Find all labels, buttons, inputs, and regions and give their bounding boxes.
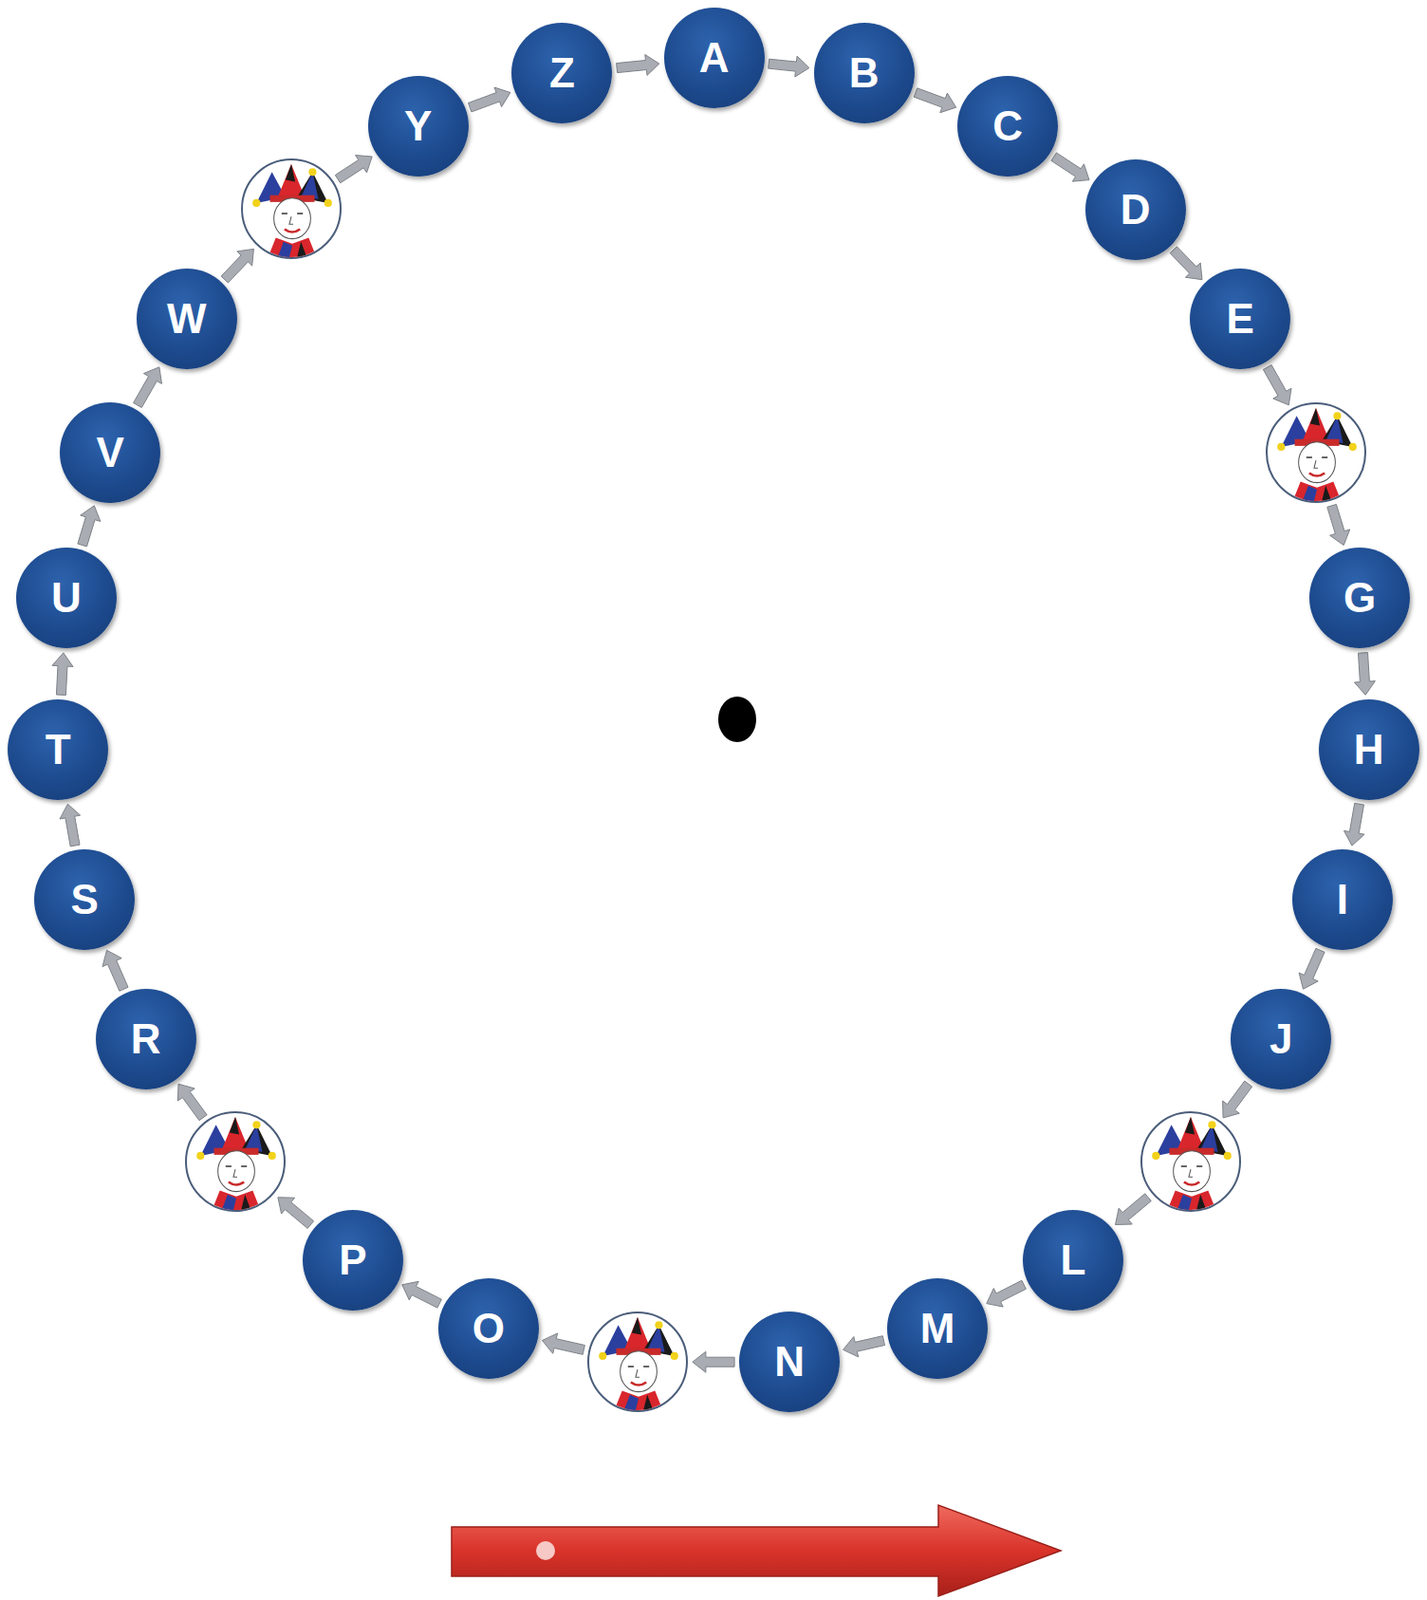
letter-circle: Y xyxy=(368,75,469,177)
letter-label: T xyxy=(45,728,72,771)
flow-arrow xyxy=(542,1333,586,1354)
letter-label: O xyxy=(472,1307,505,1350)
letter-label: Z xyxy=(549,52,575,94)
flow-arrow xyxy=(1262,365,1292,406)
letter-label: I xyxy=(1336,878,1349,921)
flow-arrow xyxy=(986,1279,1027,1307)
letter-circle: J xyxy=(1230,988,1332,1090)
letter-label: L xyxy=(1060,1239,1087,1281)
jester-circle xyxy=(185,1111,286,1212)
flow-arrow xyxy=(1223,1080,1253,1118)
center-dot xyxy=(718,696,757,742)
letter-label: G xyxy=(1343,576,1376,619)
flow-arrow xyxy=(334,155,372,184)
jester-circle xyxy=(240,158,342,260)
flow-arrow xyxy=(77,505,101,547)
jester-circle xyxy=(1140,1111,1242,1212)
flow-arrow xyxy=(1298,947,1325,989)
letter-circle: G xyxy=(1309,547,1410,649)
letter-circle: Z xyxy=(511,22,612,124)
flow-arrow xyxy=(1327,503,1351,545)
letter-label: H xyxy=(1353,728,1385,771)
flow-arrow xyxy=(843,1335,886,1357)
flow-arrow xyxy=(1344,802,1366,846)
direction-arrow xyxy=(451,1504,1061,1596)
flow-arrow xyxy=(468,87,511,112)
letter-circle: H xyxy=(1318,699,1420,800)
flow-arrow xyxy=(1353,652,1375,696)
letter-circle: O xyxy=(438,1278,539,1379)
letter-circle: E xyxy=(1189,268,1291,370)
letter-label: Y xyxy=(404,105,432,148)
flow-arrow xyxy=(692,1351,735,1372)
letter-label: U xyxy=(51,576,82,619)
flow-arrow xyxy=(59,803,81,847)
letter-circle: W xyxy=(136,268,238,370)
letter-circle: B xyxy=(814,22,915,124)
flow-arrow xyxy=(1115,1193,1152,1225)
letter-label: J xyxy=(1269,1018,1293,1060)
letter-circle: T xyxy=(7,699,109,800)
flow-arrow xyxy=(133,367,163,408)
letter-label: S xyxy=(71,878,99,921)
flow-arrow xyxy=(402,1280,443,1308)
flow-arrow xyxy=(768,55,810,77)
letter-circle: L xyxy=(1022,1209,1124,1311)
letter-circle: C xyxy=(957,75,1058,177)
letter-circle: I xyxy=(1292,849,1393,950)
flow-arrow xyxy=(1169,246,1203,280)
letter-circle: N xyxy=(739,1311,840,1412)
jester-circle xyxy=(1265,402,1367,503)
letter-circle: A xyxy=(664,7,765,109)
flow-arrow xyxy=(616,55,660,76)
letter-label: W xyxy=(166,297,207,340)
letter-circle: V xyxy=(59,402,161,503)
flow-arrow xyxy=(1051,152,1090,182)
letter-label: A xyxy=(699,37,730,79)
letter-label: E xyxy=(1226,297,1255,340)
flow-arrow xyxy=(177,1083,207,1121)
jester-circle xyxy=(587,1311,688,1412)
letter-label: V xyxy=(95,431,124,474)
letter-circle: U xyxy=(16,547,117,649)
letter-label: M xyxy=(920,1307,956,1350)
flow-arrow xyxy=(102,949,129,991)
letter-circle: S xyxy=(34,849,135,950)
flow-arrow xyxy=(221,248,254,283)
letter-circle: D xyxy=(1085,159,1187,260)
letter-label: B xyxy=(849,52,880,94)
letter-label: R xyxy=(130,1018,162,1060)
flow-arrow xyxy=(913,88,957,113)
letter-circle: R xyxy=(95,988,197,1090)
flow-arrow xyxy=(52,652,74,696)
flow-arrow xyxy=(277,1197,315,1229)
letter-label: C xyxy=(992,105,1023,148)
letter-circle: P xyxy=(302,1209,404,1311)
arrow-dot xyxy=(536,1540,556,1560)
letter-circle: M xyxy=(887,1278,988,1379)
letter-label: D xyxy=(1120,188,1151,231)
letter-label: N xyxy=(774,1340,805,1383)
letter-label: P xyxy=(338,1239,367,1281)
